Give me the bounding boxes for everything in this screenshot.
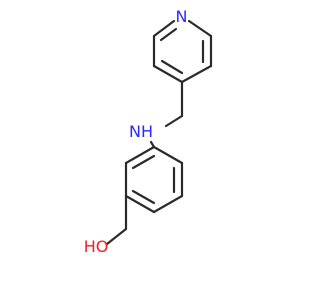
bond <box>124 145 156 165</box>
bond <box>152 145 184 165</box>
linker-chain <box>149 80 184 149</box>
bond <box>160 59 184 75</box>
hydroxyl-label: HO <box>84 237 109 256</box>
pyridine-ring <box>152 19 213 84</box>
bond <box>105 227 128 246</box>
bond <box>131 154 156 170</box>
amine-nh-label: NH <box>129 122 153 141</box>
benzene-ring <box>124 145 184 214</box>
bond <box>159 27 178 42</box>
hydroxymethyl-group <box>105 194 128 246</box>
bond <box>131 189 156 205</box>
bond <box>152 64 184 84</box>
pyridine-nitrogen-label: N <box>176 7 188 26</box>
bond <box>180 64 213 84</box>
bond <box>124 194 156 214</box>
bond <box>152 19 176 38</box>
bond <box>187 19 213 38</box>
molecule-structure: N NH HO <box>84 7 213 256</box>
bond <box>164 114 184 128</box>
bond <box>152 194 184 214</box>
